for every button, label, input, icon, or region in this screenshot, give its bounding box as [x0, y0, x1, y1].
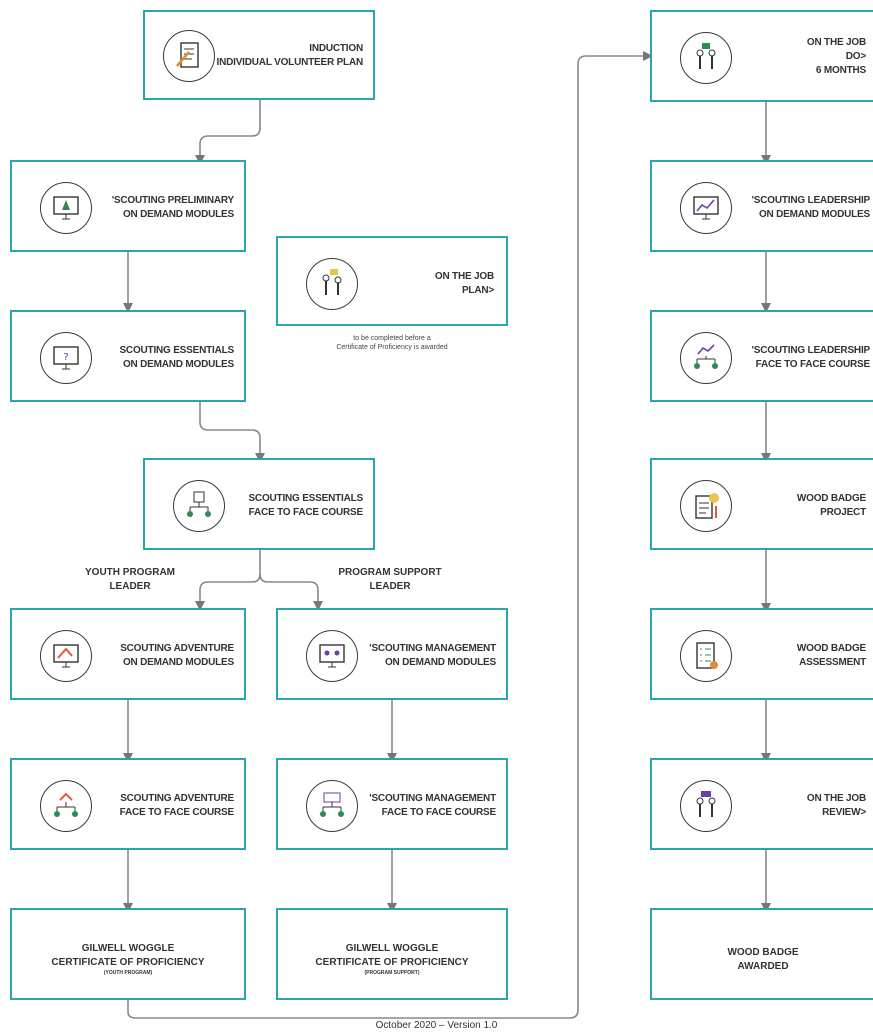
checklist-pen-icon	[163, 30, 215, 82]
computer-question-icon: ?	[40, 332, 92, 384]
people-review-icon	[680, 780, 732, 832]
people-do-icon	[680, 32, 732, 84]
checklist-assessment-icon	[680, 630, 732, 682]
people-plan-icon	[306, 258, 358, 310]
connector-woggles-to-onjob	[127, 51, 653, 1019]
connector-branch-support	[259, 573, 323, 611]
connector-branch-youth	[195, 550, 261, 611]
group-chart-icon	[680, 332, 732, 384]
computer-adventure-icon	[40, 630, 92, 682]
connector-induction-preliminary	[195, 100, 261, 165]
computer-tree-icon	[40, 182, 92, 234]
computer-team-icon	[306, 630, 358, 682]
svg-text:?: ?	[63, 352, 68, 363]
group-management-icon	[306, 780, 358, 832]
clipboard-bulb-icon	[680, 480, 732, 532]
footer-version: October 2020 – Version 1.0	[375, 1020, 498, 1031]
group-hierarchy-icon	[173, 480, 225, 532]
group-adventure-icon	[40, 780, 92, 832]
connector-essentials-f2f	[199, 402, 265, 463]
computer-chart-icon	[680, 182, 732, 234]
